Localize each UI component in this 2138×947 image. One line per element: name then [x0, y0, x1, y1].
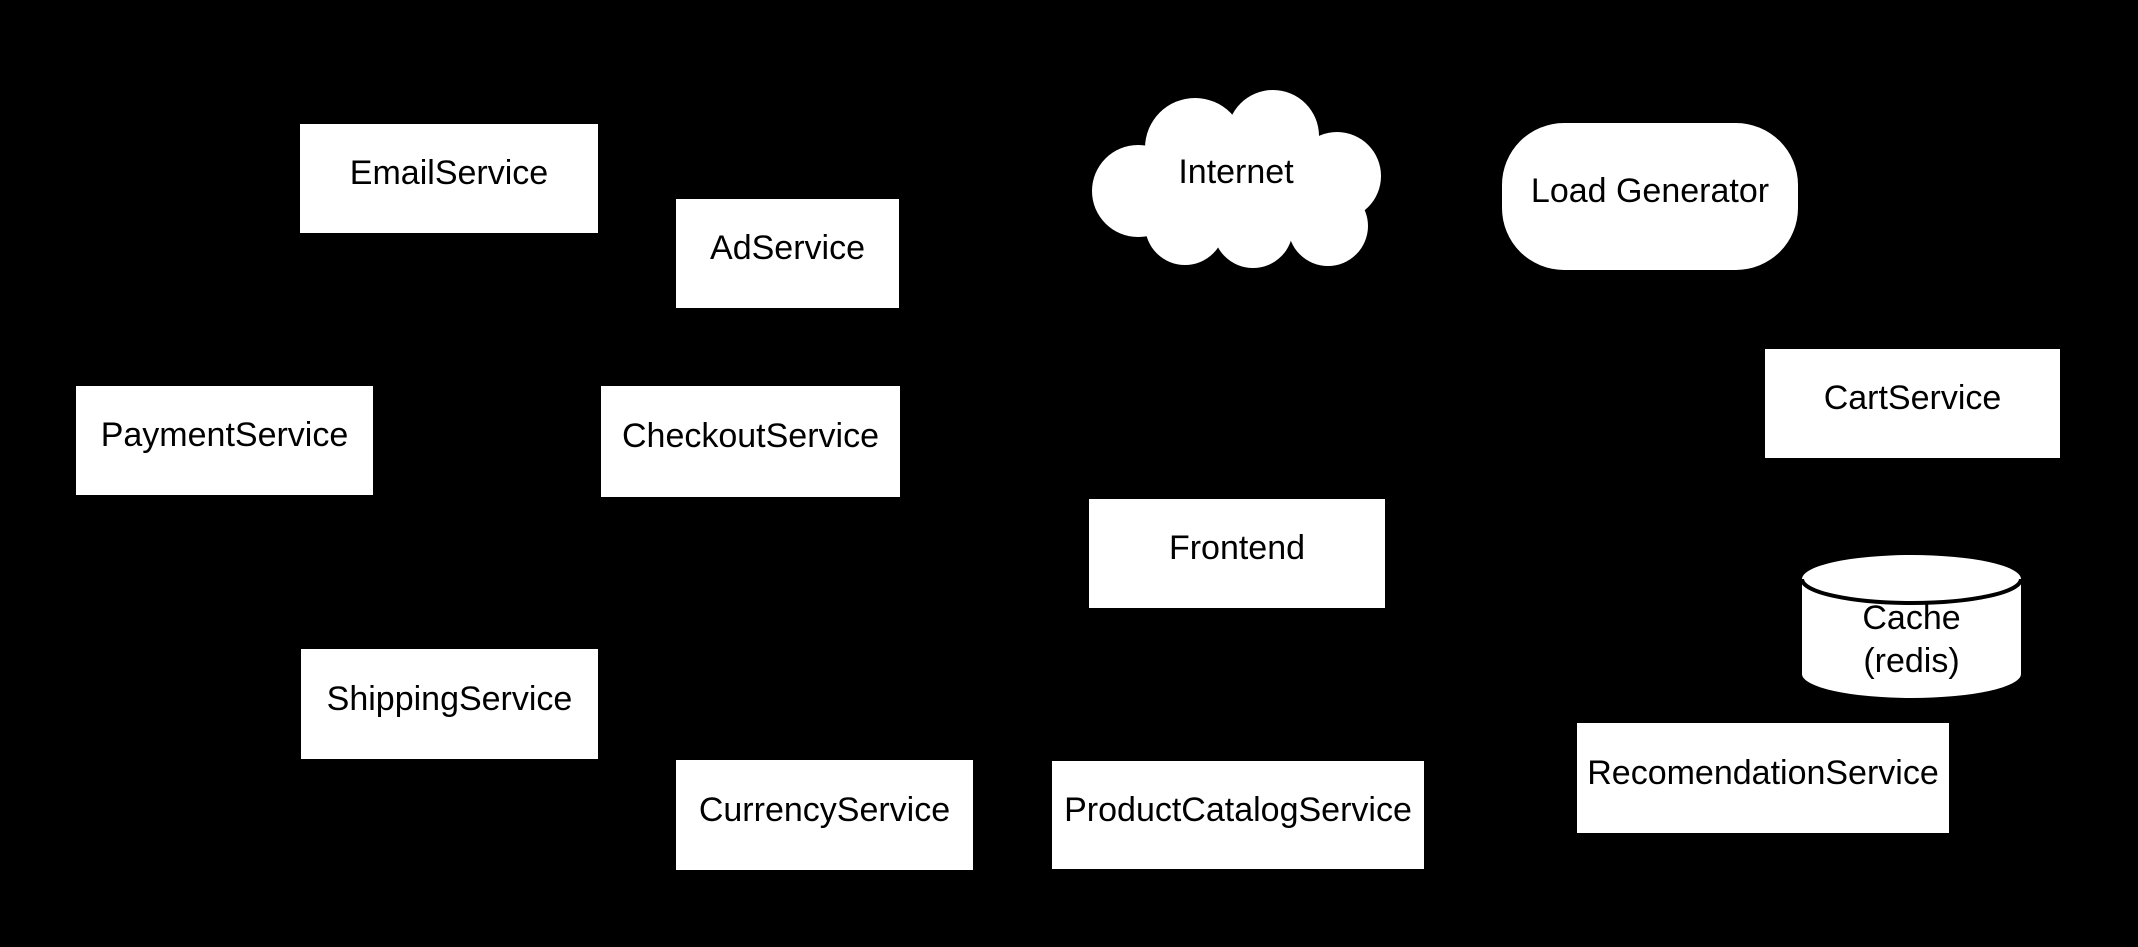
- node-frontend: Frontend: [1089, 499, 1385, 608]
- node-currency-service: CurrencyService: [676, 760, 973, 870]
- node-currency-service-label: CurrencyService: [698, 790, 951, 829]
- node-email-service: EmailService: [300, 124, 598, 233]
- node-cache-redis-label: Cache (redis): [1800, 579, 2023, 700]
- node-cache-redis: Cache (redis): [1800, 553, 2023, 700]
- node-shipping-service: ShippingService: [301, 649, 598, 759]
- node-ad-service: AdService: [676, 199, 899, 308]
- cache-label-line1: Cache: [1862, 598, 1961, 637]
- node-checkout-service: CheckoutService: [601, 386, 900, 497]
- node-frontend-label: Frontend: [1168, 529, 1306, 568]
- node-internet-label: Internet: [1178, 152, 1294, 191]
- node-internet: Internet: [1090, 88, 1382, 270]
- node-product-catalog-service-label: ProductCatalogService: [1064, 790, 1412, 829]
- node-cart-service: CartService: [1765, 349, 2060, 458]
- node-payment-service: PaymentService: [76, 386, 373, 495]
- node-payment-service-label: PaymentService: [100, 416, 349, 455]
- database-cylinder-icon: [1800, 555, 2023, 698]
- node-load-generator-label: Load Generator: [1530, 172, 1770, 211]
- node-cart-service-label: CartService: [1823, 379, 2002, 418]
- node-recomendation-service-label: RecomendationService: [1587, 753, 1939, 792]
- node-shipping-service-label: ShippingService: [326, 679, 573, 718]
- node-checkout-service-label: CheckoutService: [621, 417, 879, 456]
- node-product-catalog-service: ProductCatalogService: [1052, 761, 1424, 869]
- node-recomendation-service: RecomendationService: [1577, 723, 1949, 833]
- node-email-service-label: EmailService: [349, 154, 549, 193]
- cache-label-line2: (redis): [1863, 641, 1960, 680]
- node-ad-service-label: AdService: [710, 229, 865, 268]
- cloud-icon: [1092, 90, 1381, 268]
- node-load-generator: Load Generator: [1502, 123, 1798, 270]
